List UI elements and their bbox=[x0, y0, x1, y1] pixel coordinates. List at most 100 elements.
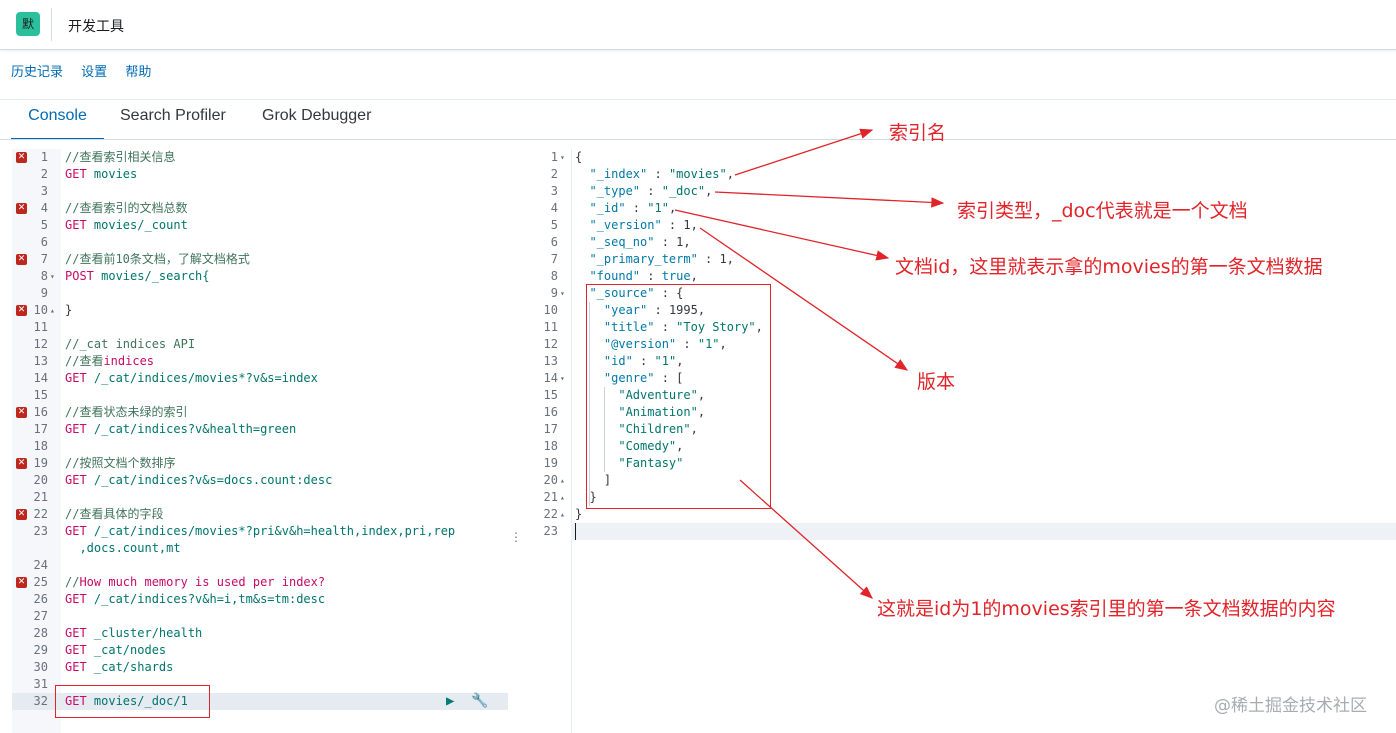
code-line: ✕22//查看具体的字段 bbox=[12, 506, 508, 523]
run-request-button[interactable]: ▶ bbox=[446, 693, 455, 709]
code-token: "1" bbox=[647, 201, 669, 215]
code-text: "id" : "1", bbox=[575, 353, 684, 370]
code-line: 31 bbox=[12, 676, 508, 693]
code-line: 19 "Fantasy" bbox=[522, 455, 1396, 472]
divider bbox=[0, 139, 1396, 140]
annotation-index-type: 索引类型，_doc代表就是一个文档 bbox=[957, 200, 1248, 222]
line-number: 9 bbox=[550, 286, 558, 300]
help-link[interactable]: 帮助 bbox=[125, 65, 152, 80]
code-line: 23 bbox=[522, 523, 1396, 540]
code-text: //按照文档个数排序 bbox=[65, 455, 175, 472]
code-line: 3 "_type" : "_doc", bbox=[522, 183, 1396, 200]
code-token: //_cat indices API bbox=[65, 337, 196, 351]
code-token: } bbox=[65, 303, 73, 317]
code-line: 18 bbox=[12, 438, 508, 455]
code-text: "@version" : "1", bbox=[575, 336, 727, 353]
line-number: 23 bbox=[543, 524, 558, 538]
code-line: 13 "id" : "1", bbox=[522, 353, 1396, 370]
highlight-source-box bbox=[586, 284, 771, 509]
error-marker-icon[interactable]: ✕ bbox=[16, 203, 27, 214]
error-marker-icon[interactable]: ✕ bbox=[16, 458, 27, 469]
error-marker-icon[interactable]: ✕ bbox=[16, 407, 27, 418]
code-token: /_cat/indices?v&h=i,tm&s=tm:desc bbox=[93, 592, 326, 606]
code-line: 15 "Adventure", bbox=[522, 387, 1396, 404]
code-token: , bbox=[676, 354, 684, 368]
code-text: "_seq_no" : 1, bbox=[575, 234, 690, 251]
wrench-icon[interactable]: 🔧 bbox=[471, 693, 489, 709]
error-marker-icon[interactable]: ✕ bbox=[16, 152, 27, 163]
fold-toggle-icon[interactable]: ▴ bbox=[560, 476, 565, 485]
code-token: /_cat/indices/movies*?pri&v&h=health,ind… bbox=[93, 524, 456, 538]
code-token: /_cat/indices?v&health=green bbox=[93, 422, 297, 436]
code-line: 15 bbox=[12, 387, 508, 404]
code-token: movies/_doc/1 bbox=[93, 694, 188, 708]
code-token: : bbox=[632, 354, 655, 368]
code-text: GET movies/_count bbox=[65, 217, 188, 234]
code-token: "Adventure" bbox=[618, 388, 698, 402]
line-number: 2 bbox=[40, 167, 48, 181]
settings-link[interactable]: 设置 bbox=[81, 65, 108, 80]
code-token: GET bbox=[65, 473, 94, 487]
panel-resize-handle[interactable]: ⋮ bbox=[510, 530, 522, 544]
code-line: ,docs.count,mt bbox=[12, 540, 508, 557]
code-line: 5 "_version" : 1, bbox=[522, 217, 1396, 234]
line-number: 11 bbox=[33, 320, 48, 334]
history-link[interactable]: 历史记录 bbox=[11, 65, 64, 80]
code-text: "_primary_term" : 1, bbox=[575, 251, 734, 268]
code-line: 24 bbox=[12, 557, 508, 574]
code-token: GET bbox=[65, 371, 94, 385]
app-logo-icon[interactable]: 默 bbox=[16, 12, 40, 36]
request-gutter bbox=[12, 149, 61, 733]
code-text: "_id" : "1", bbox=[575, 200, 676, 217]
fold-toggle-icon[interactable]: ▾ bbox=[560, 289, 565, 298]
fold-toggle-icon[interactable]: ▾ bbox=[50, 272, 55, 281]
line-number: 4 bbox=[40, 201, 48, 215]
code-line: 7 "_primary_term" : 1, bbox=[522, 251, 1396, 268]
line-number: 28 bbox=[33, 626, 48, 640]
code-token: "Toy Story" bbox=[676, 320, 756, 334]
fold-toggle-icon[interactable]: ▴ bbox=[50, 306, 55, 315]
fold-toggle-icon[interactable]: ▾ bbox=[560, 374, 565, 383]
fold-toggle-icon[interactable]: ▴ bbox=[560, 510, 565, 519]
code-line: 2 "_index" : "movies", bbox=[522, 166, 1396, 183]
code-line: 16 "Animation", bbox=[522, 404, 1396, 421]
tab-search-profiler[interactable]: Search Profiler bbox=[120, 107, 226, 124]
code-token: "1" bbox=[697, 337, 720, 351]
code-token: GET bbox=[65, 694, 94, 708]
error-marker-icon[interactable]: ✕ bbox=[16, 509, 27, 520]
tab-grok-debugger[interactable]: Grok Debugger bbox=[262, 107, 372, 124]
code-line: 1▾{ bbox=[522, 149, 1396, 166]
code-token: GET bbox=[65, 592, 94, 606]
code-token: "_seq_no" bbox=[589, 235, 655, 249]
code-line: 20▴ ] bbox=[522, 472, 1396, 489]
code-text: //查看indices bbox=[65, 353, 154, 370]
code-text: "year" : 1995, bbox=[575, 302, 705, 319]
fold-toggle-icon[interactable]: ▾ bbox=[560, 153, 565, 162]
code-token: , bbox=[705, 184, 713, 198]
error-marker-icon[interactable]: ✕ bbox=[16, 577, 27, 588]
arrow-doc-id bbox=[674, 209, 890, 261]
code-token: /_cat/indices/movies*?v&s=index bbox=[93, 371, 318, 385]
line-number: 18 bbox=[33, 439, 48, 453]
code-token: , bbox=[755, 320, 763, 334]
line-number: 1 bbox=[550, 150, 558, 164]
code-token: 1 bbox=[683, 218, 691, 232]
code-line: ✕25//How much memory is used per index? bbox=[12, 574, 508, 591]
code-token: "1" bbox=[654, 354, 677, 368]
code-text: //查看前10条文档，了解文档格式 bbox=[65, 251, 250, 268]
code-token: movies/_count bbox=[93, 218, 188, 232]
error-marker-icon[interactable]: ✕ bbox=[16, 254, 27, 265]
code-token: true bbox=[661, 269, 691, 283]
fold-toggle-icon[interactable]: ▴ bbox=[560, 493, 565, 502]
error-marker-icon[interactable]: ✕ bbox=[16, 305, 27, 316]
code-token: "found" bbox=[589, 269, 641, 283]
code-text: //查看状态未绿的索引 bbox=[65, 404, 187, 421]
code-text: "genre" : [ bbox=[575, 370, 683, 387]
line-number: 25 bbox=[33, 575, 48, 589]
code-text: GET /_cat/indices/movies*?v&s=index bbox=[65, 370, 318, 387]
line-number: 7 bbox=[40, 252, 48, 266]
code-text: "Fantasy" bbox=[575, 455, 683, 472]
